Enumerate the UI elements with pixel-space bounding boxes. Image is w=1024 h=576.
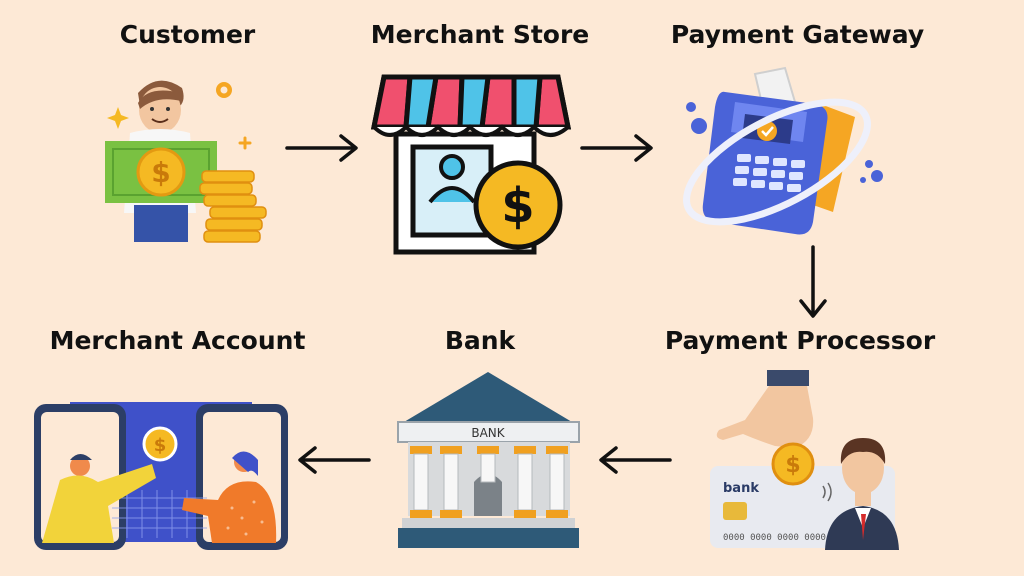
- arrow-store-to-gateway: [580, 134, 653, 162]
- card-bank-label: bank: [723, 481, 759, 496]
- merchant-store-title: Merchant Store: [370, 20, 590, 49]
- arrow-processor-to-bank: [599, 446, 672, 474]
- arrow-bank-to-merchant-account: [298, 446, 371, 474]
- merchant-account-title: Merchant Account: [49, 326, 306, 355]
- dollar-sign: $: [154, 435, 167, 456]
- payment-processor-title: Payment Processor: [664, 326, 936, 355]
- dollar-sign: $: [785, 453, 800, 478]
- arrow-customer-to-store: [285, 134, 358, 162]
- payment-gateway-illustration: [683, 66, 883, 235]
- card-number: 0000 0000 0000 0000: [723, 533, 826, 543]
- arrow-gateway-to-processor: [799, 245, 827, 318]
- bank-illustration: BANK: [397, 372, 580, 548]
- dollar-sign: $: [151, 156, 170, 189]
- customer-illustration: $: [105, 80, 267, 243]
- customer-title: Customer: [119, 20, 256, 49]
- merchant-store-illustration: $: [370, 74, 572, 255]
- merchant-account-illustration: $: [34, 402, 288, 550]
- dollar-sign: $: [501, 178, 534, 234]
- bank-sign: BANK: [471, 426, 505, 440]
- payment-processor-illustration: bank 0000 0000 0000 0000 $: [710, 370, 899, 550]
- payment-gateway-title: Payment Gateway: [670, 20, 925, 49]
- bank-title: Bank: [444, 326, 516, 355]
